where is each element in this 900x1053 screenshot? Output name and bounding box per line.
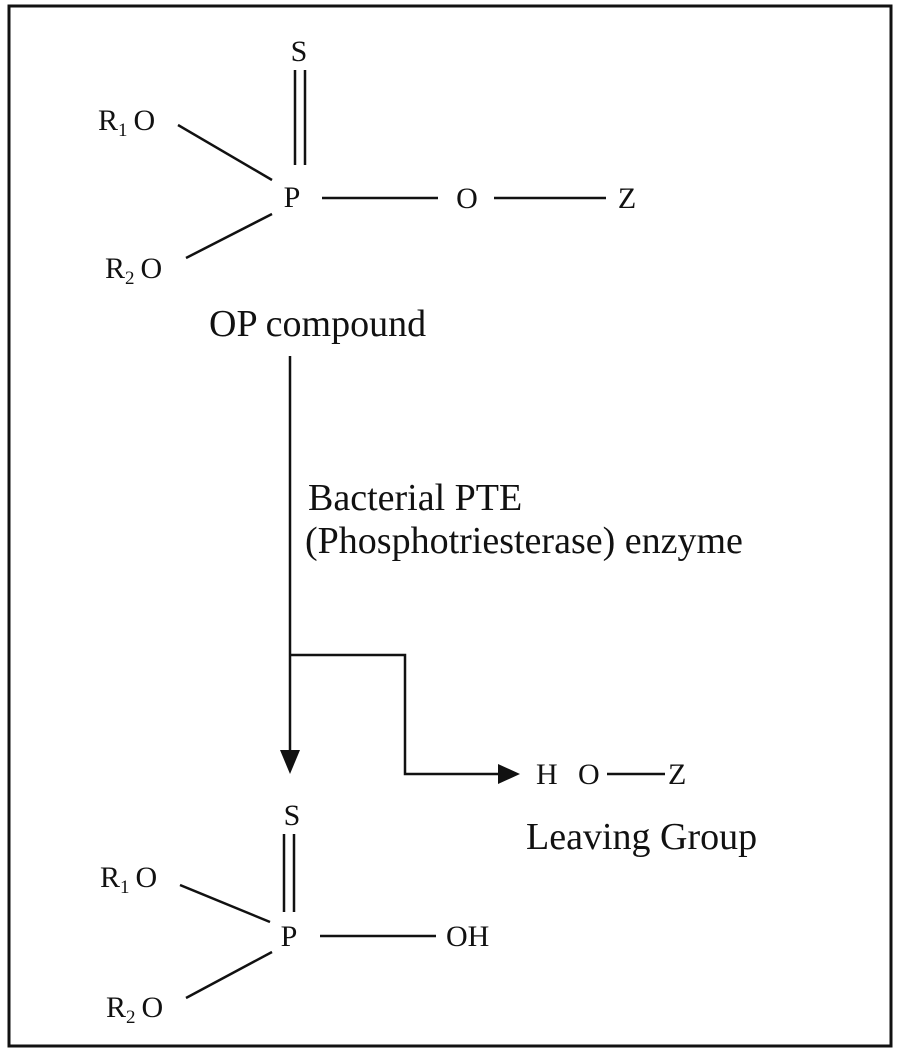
reactant-r2-oxygen: O [141, 252, 163, 285]
leaving-group-oxygen-atom: O [578, 758, 600, 791]
reactant-bridge-oxygen-atom: O [456, 182, 478, 215]
product-sulfur-atom: S [284, 799, 301, 832]
reactant-r1-letter: R [98, 104, 118, 137]
product-hydroxyl-group: OH [446, 920, 489, 953]
reaction-arrows [280, 356, 520, 784]
leaving-group-label: Leaving Group [526, 816, 757, 858]
reactant-r1-oxygen: O [134, 104, 156, 137]
product-r1-letter: R [100, 861, 120, 894]
leaving-group-structure: H O Z Leaving Group [526, 758, 757, 858]
reactant-r2-bond [185, 212, 273, 260]
product-phosphorus-atom: P [281, 920, 298, 953]
enzyme-name-line1: Bacterial PTE [308, 477, 522, 519]
main-arrowhead-icon [280, 750, 300, 774]
reactant-sulfur-atom: S [291, 35, 308, 68]
reactant-r1-subscript: 1 [118, 120, 128, 141]
product-r2-oxygen: O [142, 991, 164, 1024]
product-r2-bond [185, 950, 273, 1000]
reactant-r2-subscript: 2 [125, 268, 135, 289]
reactant-phosphorus-atom: P [284, 181, 301, 214]
product-r1-subscript: 1 [120, 877, 130, 898]
enzyme-label: Bacterial PTE (Phosphotriesterase) enzym… [305, 477, 743, 562]
product-r2-letter: R [106, 991, 126, 1024]
product-r2-subscript: 2 [126, 1007, 136, 1028]
leaving-group-z-atom: Z [668, 758, 686, 791]
reactant-label: OP compound [209, 303, 426, 345]
reactant-r2-letter: R [105, 252, 125, 285]
product-r1-oxygen: O [136, 861, 158, 894]
branch-arrow-path [290, 653, 500, 776]
product-r1-bond [179, 883, 271, 924]
diagram-frame [7, 4, 893, 1048]
leaving-group-hydrogen-atom: H [536, 758, 558, 791]
reactant-r1-bond [177, 123, 273, 182]
enzyme-name-line2: (Phosphotriesterase) enzyme [305, 520, 743, 562]
reactant-z-group-atom: Z [618, 182, 636, 215]
branch-arrowhead-icon [498, 764, 520, 784]
